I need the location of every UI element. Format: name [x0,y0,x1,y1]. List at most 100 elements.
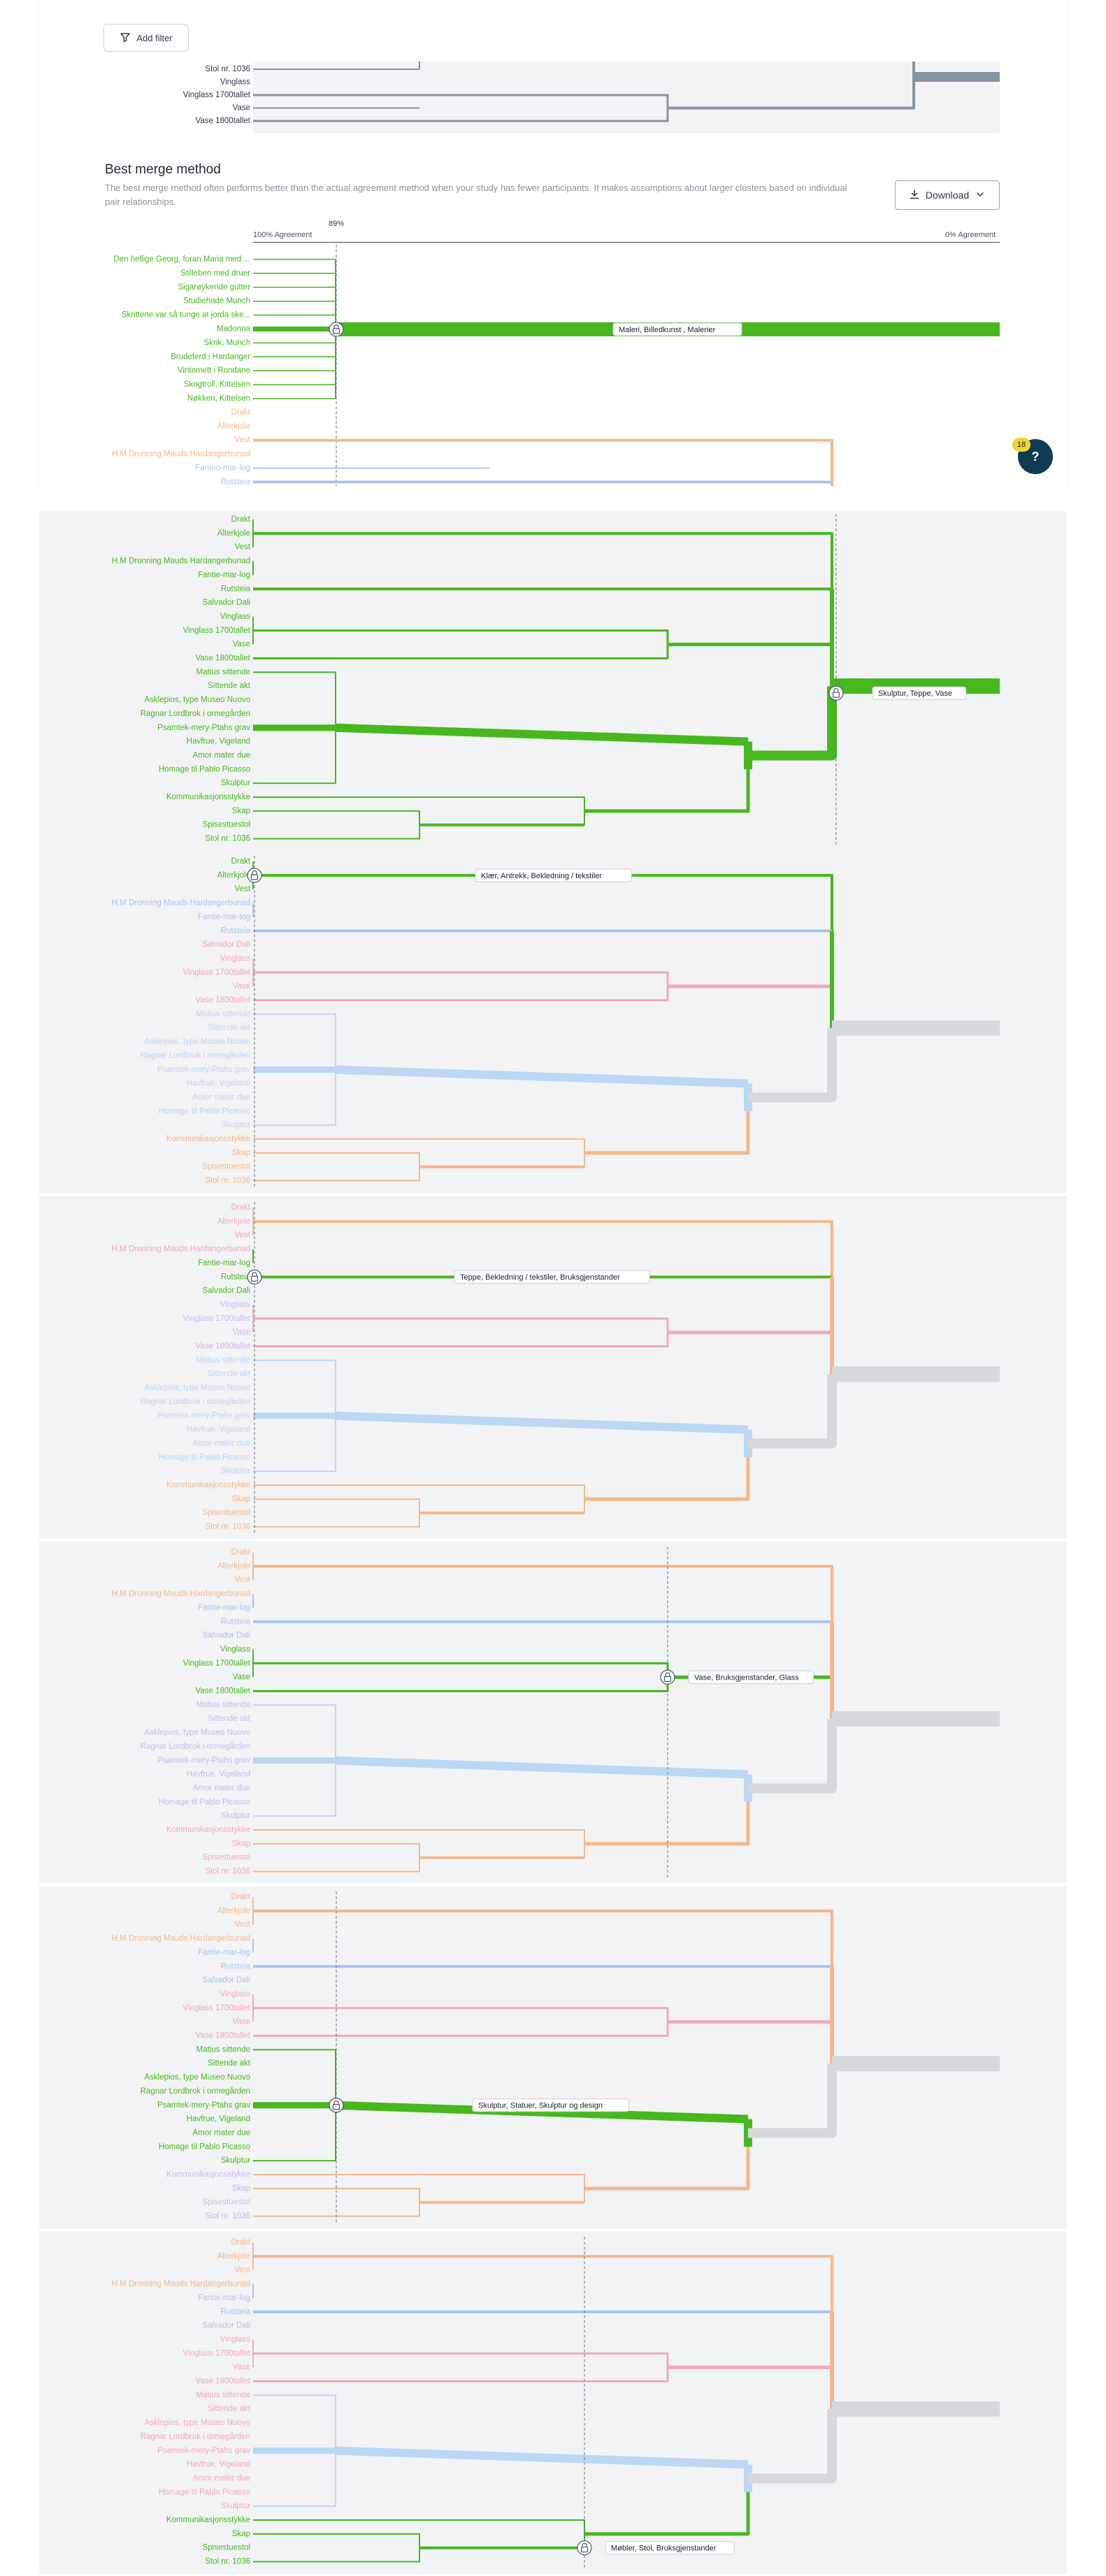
card-label: Vest [235,885,251,894]
card-label: H.M Dronning Mauds Hardangerbunad [112,1590,250,1598]
card-label: Rutsteia [221,926,251,935]
card-label: Vase [233,2363,250,2372]
card-label: Alterkjole [217,422,250,431]
card-label: Sittende akt [208,2059,251,2068]
card-label: Rutsteia [221,478,251,486]
category-label: Skulptur, Teppe, Vase [872,686,967,700]
card-label: Drakt [231,2238,251,2247]
card-label: Spisestuestol [203,821,250,829]
card-label: Vase 1800tallet [196,2032,251,2040]
lock-shackle [252,870,257,875]
branch [748,1374,837,1449]
chevron-down-icon [975,189,986,202]
category-label-box [605,2541,735,2555]
card-label: Homage til Pablo Picasso [159,2142,250,2151]
add-filter-button[interactable]: Add filter [103,24,189,52]
branch [253,1138,585,1167]
card-label: Stol nr. 1036 [205,2558,250,2566]
card-label: Vase 1800tallet [196,996,251,1005]
card-label: Kommunikasjonsstykke [166,1481,250,1489]
card-label: Vase 1800tallet [196,1687,251,1696]
lock-icon [577,2540,592,2556]
card-label: Vase [233,2018,250,2026]
card-label: Stol nr. 1036 [205,1523,250,1531]
card-label: Vinglass [220,1990,251,1998]
section-description: The best merge method often performs bet… [105,183,847,207]
card-label: Psamtek-mery-Ptahs grav [157,2447,250,2455]
card-label: Psamtek-mery-Ptahs grav [157,1756,250,1765]
card-label: H.M Dronning Mauds Hardangerbunad [112,450,250,459]
card-label: Vinglass 1700tallet [183,627,251,635]
download-label: Download [925,189,970,201]
download-button[interactable]: Download [895,180,1000,210]
branch [748,1028,837,1103]
card-label: Vase [233,982,250,991]
card-label: Vinglass 1700tallet [183,2349,251,2358]
card-label: Drakt [231,857,251,866]
lock-shackle [665,1672,670,1677]
lock-shackle [833,688,839,693]
card-label: Fantie-mar-log [198,571,250,579]
card-label: Vinglass [220,1301,251,1309]
card-label: Ragnar Lordbrok i ormegården [141,1743,250,1751]
card-label: Stol nr. 1036 [205,835,250,843]
branch [335,1065,749,1088]
help-icon: ? [1031,449,1040,464]
card-label: Vase 1800tallet [196,654,251,663]
card-label: Vase [233,1673,250,1682]
card-label: Sittende akt [208,1024,251,1032]
card-label: Vinglass 1700tallet [183,1315,251,1323]
card-label: Vase [233,641,250,649]
card-label: H.M Dronning Mauds Hardangerbunad [112,557,250,566]
card-label: Vase 1800tallet [196,117,251,125]
card-label: Salvador Dali [203,1631,250,1640]
card-label: Skap [232,2530,250,2538]
card-label: Alterkjole [217,1907,250,1915]
card-label: Vinglass 1700tallet [183,968,251,977]
branch [748,1719,837,1794]
category-label-text: Maleri, Billedkunst , Malerier [619,326,715,334]
branch [748,2409,837,2484]
card-label: Spisestuestol [203,1163,250,1171]
card-label: Rutsteia [221,1617,251,1626]
branch [253,62,420,70]
card-label: Rutsteia [221,1962,251,1970]
card-label: Spisestuestol [203,2198,250,2207]
branch [253,2254,833,2312]
card-label: Drakt [231,515,251,524]
branch [253,796,585,825]
branch [584,1802,750,1846]
card-label: Vinglass [220,2335,251,2344]
card-label: Drakt [231,1548,251,1557]
card-label: Amor mater due [193,2128,250,2137]
lock-icon [660,1670,675,1685]
branch [253,1909,833,1967]
card-label: Asklepios, type Museo Nuovo [145,696,251,704]
card-label: Vase 1800tallet [196,1343,251,1351]
card-label: Vest [235,2266,251,2275]
card-label: Spisestuestol [203,1509,250,1517]
card-label: Skap [232,1149,250,1157]
card-label: Amor mater due [193,1784,250,1792]
lock-body [250,874,259,880]
card-label: Vinglass [220,954,251,963]
card-label: Skulptur [221,1467,250,1475]
category-label-box [612,322,742,336]
card-label: Havfrue, Vigeland [187,1426,250,1434]
card-label: Drakt [231,408,251,417]
threshold-label: 89% [329,220,345,228]
card-label: Havfrue, Vigeland [187,2461,250,2469]
card-label: Nøkken, Kittelsen [187,394,250,403]
card-label: Amor mater due [193,1093,250,1101]
lock-body [663,1676,672,1682]
card-label: Havfrue, Vigeland [187,738,250,746]
card-label: Skogtroll, Kittelsen [184,380,250,389]
card-label: Alterkjole [217,871,250,880]
